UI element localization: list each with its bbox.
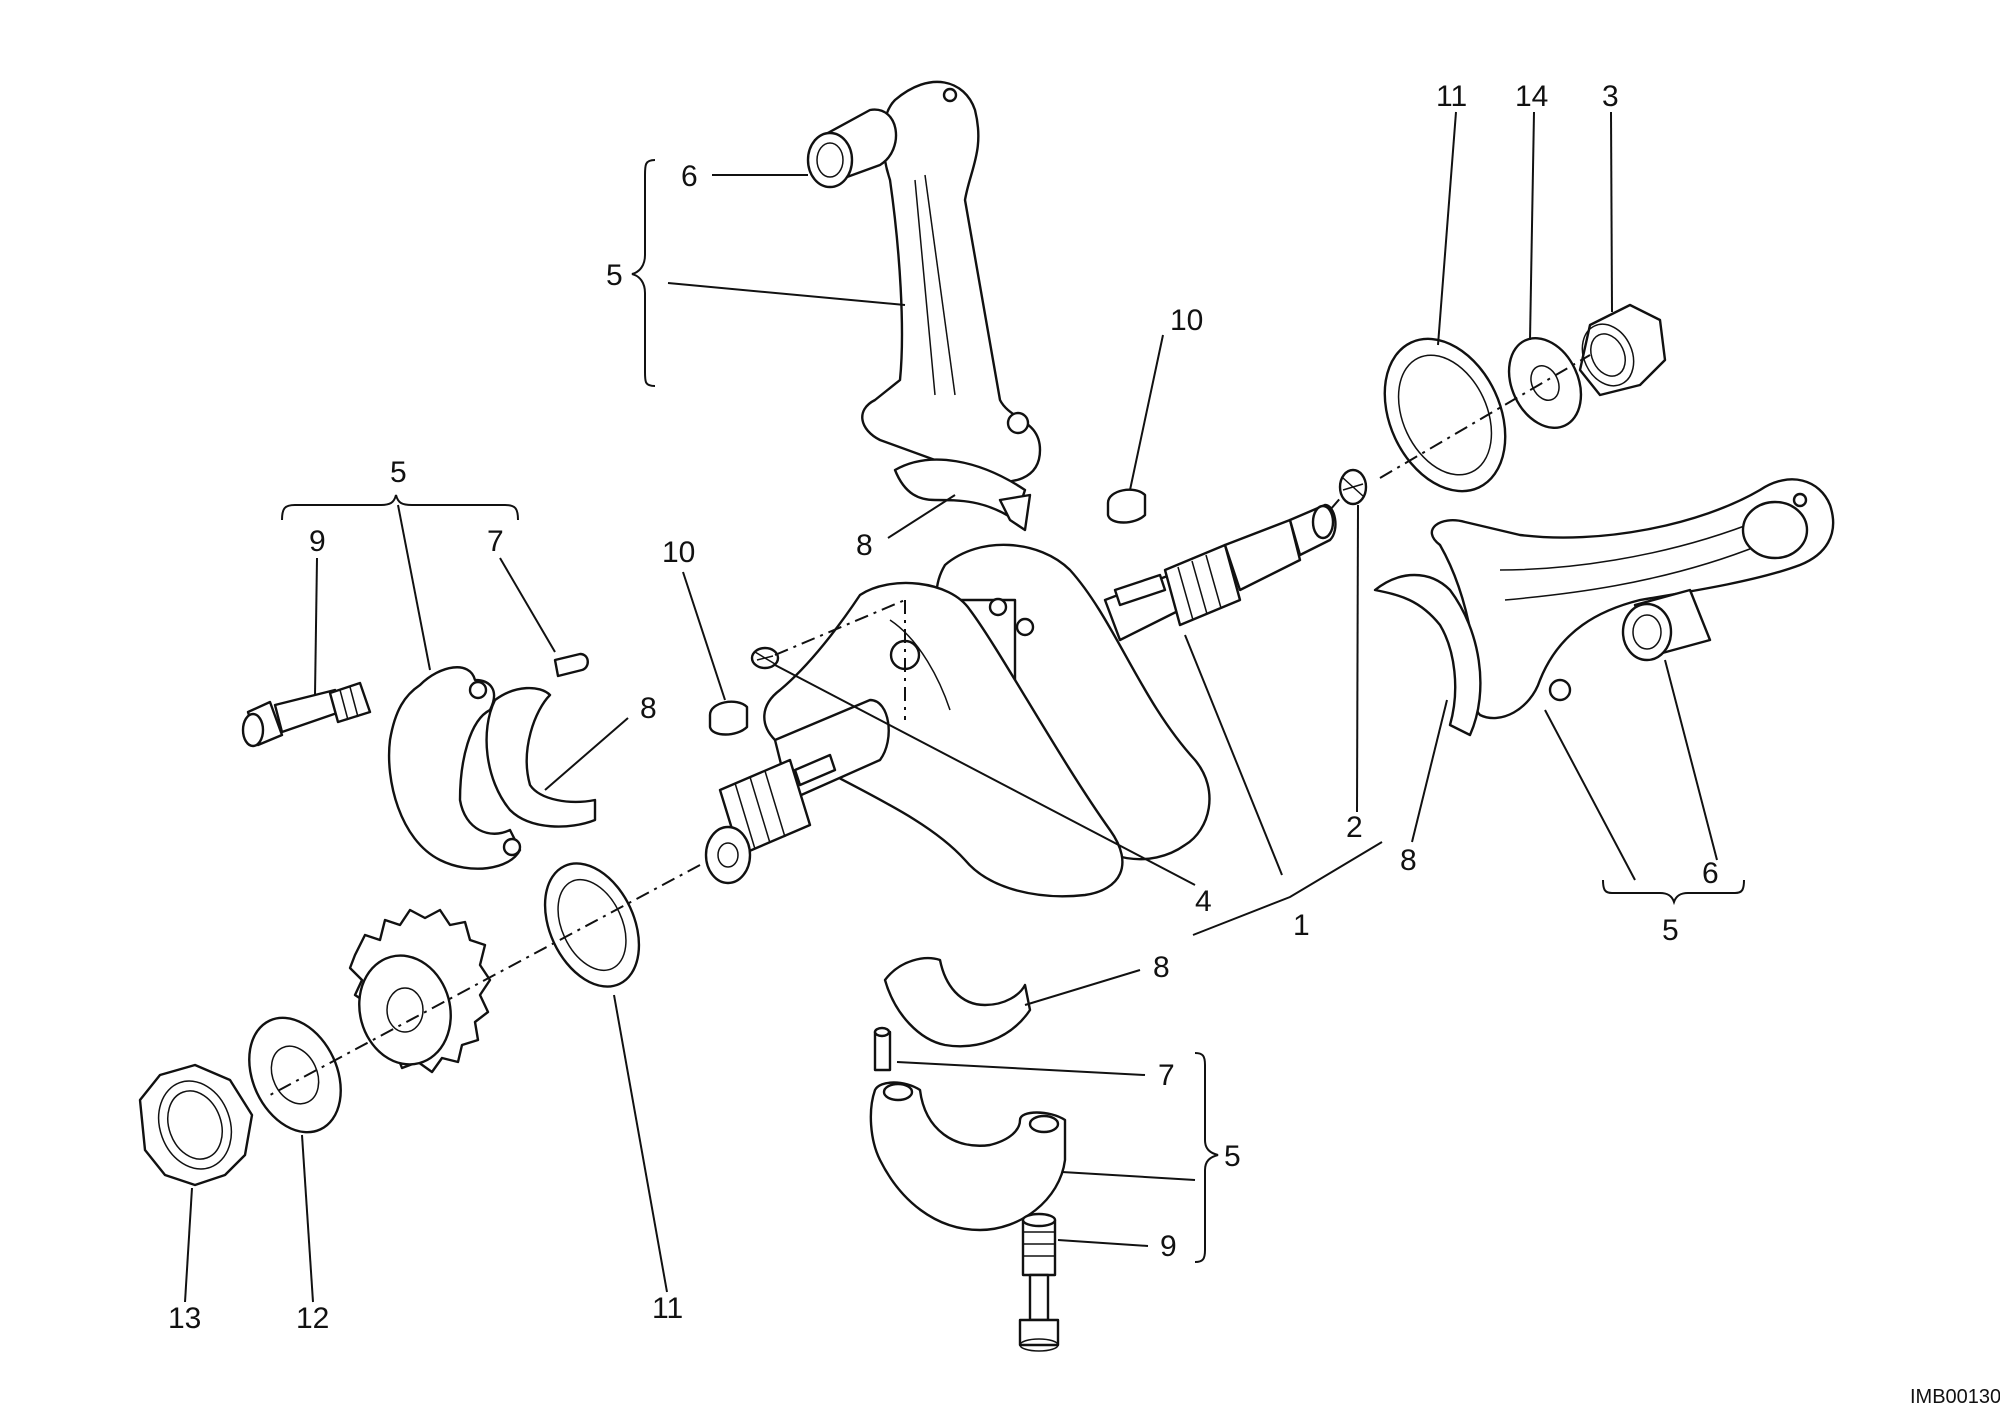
bearing-shell-bottom: [883, 957, 1032, 1048]
label-timing-washer: 11: [652, 1292, 683, 1325]
timing-washer: [543, 862, 641, 988]
connecting-rod-top: [806, 80, 1042, 483]
label-cap-left-assembly: 5: [390, 456, 407, 489]
label-cap-left-screw: 9: [309, 525, 326, 558]
label-lower-bearing: 8: [1153, 951, 1170, 984]
label-cap-left-bearing: 8: [640, 692, 657, 725]
cap-screw-bottom: [1018, 1212, 1060, 1352]
label-flywheel-lockwasher: 14: [1515, 80, 1548, 113]
woodruff-key-left: [708, 700, 749, 736]
label-lower-cap-assembly: 5: [1224, 1140, 1241, 1173]
label-cap-left-dowel: 7: [487, 525, 504, 558]
label-gear-nut: 13: [168, 1302, 201, 1335]
dowel-bottom: [873, 1026, 892, 1072]
label-rod-top-pin-bush: 6: [681, 160, 698, 193]
label-crank-plug-left: 4: [1195, 885, 1212, 918]
label-flywheel-washer: 11: [1436, 80, 1467, 113]
label-crankshaft: 1: [1293, 909, 1310, 942]
woodruff-key-top: [1106, 488, 1147, 524]
label-woodruff-key-top: 10: [1170, 304, 1203, 337]
label-rod-top-bearing: 8: [856, 529, 873, 562]
label-crank-plug-right: 2: [1346, 811, 1363, 844]
flywheel-lockwasher: [1507, 336, 1583, 430]
label-lower-screw: 9: [1160, 1230, 1177, 1263]
label-lower-dowel: 7: [1158, 1059, 1175, 1092]
flywheel-nut: [1578, 303, 1667, 397]
label-rod-top-assembly: 5: [606, 259, 623, 292]
label-woodruff-key-left: 10: [662, 536, 695, 569]
label-rod-right-pin-bush: 6: [1702, 857, 1719, 890]
dowel-left: [553, 652, 589, 678]
crankshaft: [704, 503, 1337, 898]
gear-nut: [138, 1063, 254, 1187]
pin-bush-right: [1621, 588, 1712, 662]
crank-plug-right: [1338, 468, 1368, 506]
label-rod-right-bearing: 8: [1400, 844, 1417, 877]
connecting-rod-right: [1430, 478, 1835, 720]
label-gear-washer: 12: [296, 1302, 329, 1335]
bearing-shell-left: [485, 686, 597, 828]
label-rod-right-assembly: 5: [1662, 914, 1679, 947]
timing-gear: [348, 908, 492, 1074]
bearing-cap-left: [387, 666, 522, 870]
crank-plug-left: [750, 646, 780, 670]
flywheel-washer: [1383, 337, 1507, 493]
label-flywheel-nut: 3: [1602, 80, 1619, 113]
bearing-shell-right: [1373, 573, 1482, 737]
bearing-shell-top: [893, 458, 1032, 532]
gear-lockwasher: [248, 1016, 342, 1134]
bearing-cap-bottom: [869, 1081, 1067, 1232]
image-code: IMB00130: [1910, 1386, 2000, 1408]
cap-screw-left: [241, 681, 372, 748]
